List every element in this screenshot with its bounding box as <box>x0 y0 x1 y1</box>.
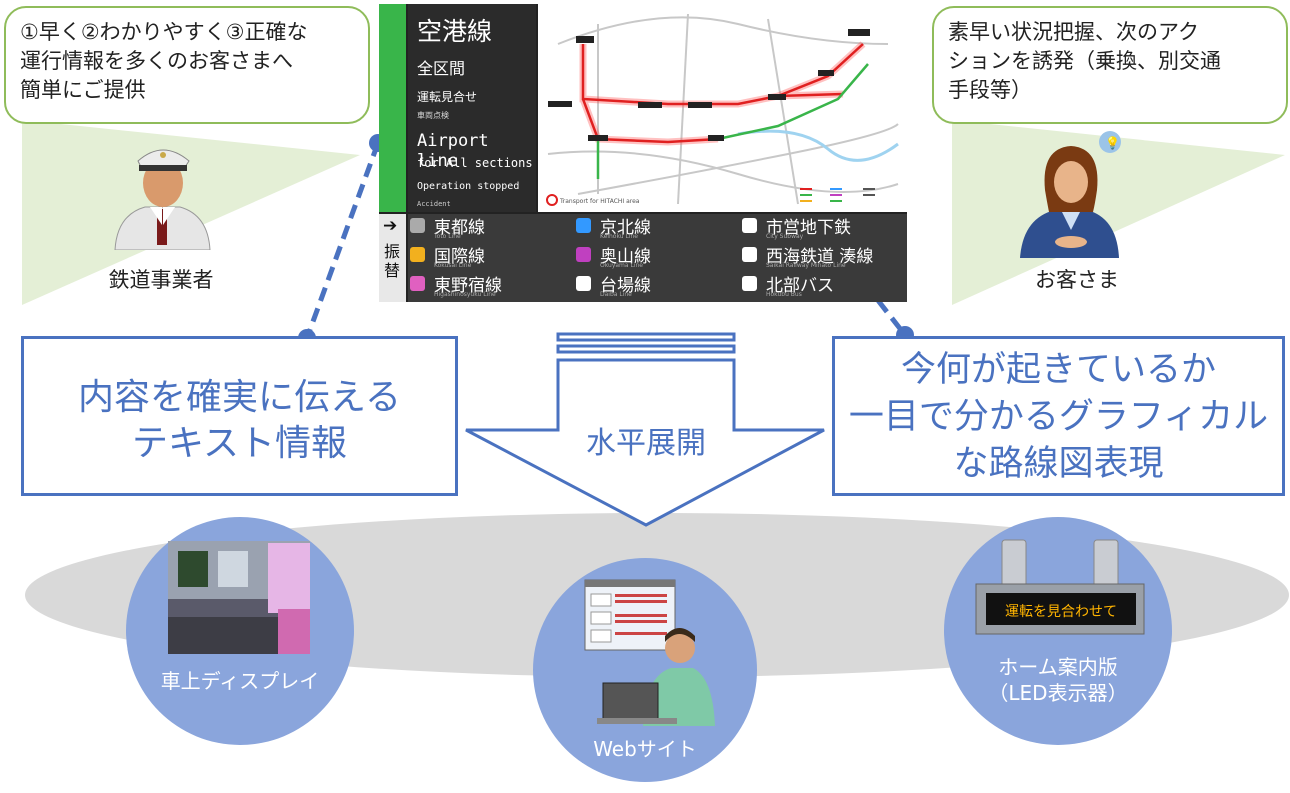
platform-board-label-2: （LED表示器） <box>988 681 1128 705</box>
line-icon <box>410 247 425 262</box>
status-jp: 運転見合せ <box>417 90 478 104</box>
transfer-line: 東都線 Toto Line <box>408 214 572 241</box>
line-name: 台場線 <box>600 276 651 296</box>
bubble-line: 簡単にご提供 <box>20 78 146 102</box>
callout-line: 今何が起きているか <box>900 350 1216 390</box>
customer-icon: 💡 <box>1020 131 1121 258</box>
section-jp: 全区間 <box>417 59 466 78</box>
platform-board-label-1: ホーム案内版 <box>998 655 1118 679</box>
train-icon <box>742 247 757 262</box>
line-name-en: Hokubu Bus <box>766 291 802 298</box>
callout-line: 内容を確実に伝える <box>78 377 401 418</box>
onboard-display-label: 車上ディスプレイ <box>160 669 320 693</box>
status-en: Operation stopped <box>417 181 520 192</box>
led-text: 運転を見合わせて <box>1005 604 1117 620</box>
line-icon <box>576 247 591 262</box>
transfer-label: 振替 <box>384 242 401 280</box>
transfer-line: 東野宿線 Higashinosyuku Line <box>408 272 572 299</box>
line-name: 京北線 <box>600 218 651 238</box>
line-name-en: City Subway <box>766 233 804 240</box>
customer-speech-bubble: 素早い状況把握、次のアク ションを誘発（乗換、別交通 手段等） <box>932 6 1288 124</box>
line-name: 西海鉄道 湊線 <box>766 247 874 267</box>
callout-line: 一目で分かるグラフィカル <box>848 397 1269 437</box>
line-name-en: Toto Line <box>434 233 461 240</box>
bus-icon <box>742 276 757 291</box>
callout-line: な路線図表現 <box>953 444 1164 484</box>
bubble-line: ①早く②わかりやすく③正確な <box>20 20 308 44</box>
line-name: 国際線 <box>434 247 485 267</box>
transfer-lines: 東都線 Toto Line 京北線 Keihoku Line 市営地下鉄 Cit… <box>408 214 907 302</box>
route-map-graphic: Transport for HITACHI area <box>546 13 899 206</box>
transfer-line: 台場線 Daiba Line <box>574 272 738 299</box>
route-map: Transport for HITACHI area <box>538 4 907 212</box>
line-name-en: Higashinosyuku Line <box>434 291 496 298</box>
reason-en: Accident <box>417 200 451 208</box>
line-name: 東野宿線 <box>434 276 502 296</box>
transfer-line: 京北線 Keihoku Line <box>574 214 738 241</box>
line-color-bar <box>379 4 406 212</box>
section-en: for All sections <box>417 156 533 170</box>
led-board-icon <box>975 539 1145 635</box>
bubble-line: 手段等） <box>948 78 1032 102</box>
train-info-display: 空港線 全区間 運転見合せ 車両点検 Airport line for All … <box>379 4 907 302</box>
callout-line: テキスト情報 <box>132 423 347 464</box>
graphic-map-callout: 今何が起きているか 一目で分かるグラフィカル な路線図表現 <box>832 336 1285 496</box>
line-icon <box>576 218 591 233</box>
line-name: 北部バス <box>766 276 834 296</box>
arrow-right-icon: ➔ <box>383 216 398 236</box>
line-name: 市営地下鉄 <box>766 218 851 238</box>
website-label: Webサイト <box>593 737 697 761</box>
line-name-jp: 空港線 <box>417 17 493 46</box>
line-icon <box>410 276 425 291</box>
railway-operator-icon <box>114 149 211 250</box>
transfer-header: ➔ 振替 <box>379 214 406 302</box>
transfer-line: 国際線 Kokusai Line <box>408 243 572 270</box>
right-spotlight <box>952 120 1285 305</box>
line-icon <box>576 276 591 291</box>
transfer-line: 奥山線 Okuyama Line <box>574 243 738 270</box>
map-credit: Transport for HITACHI area <box>559 198 640 205</box>
transfer-line: 市営地下鉄 City Subway <box>740 214 907 241</box>
train-interior-image <box>168 541 310 654</box>
down-arrow <box>465 332 825 527</box>
status-panel: 空港線 全区間 運転見合せ 車両点検 Airport line for All … <box>408 4 536 212</box>
line-icon <box>410 218 425 233</box>
arrow-label: 水平展開 <box>586 426 706 461</box>
train-icon <box>742 218 757 233</box>
operator-label: 鉄道事業者 <box>108 268 214 292</box>
website-user-icon <box>584 579 715 726</box>
line-name-en: Airport line <box>417 131 489 171</box>
operator-speech-bubble: ①早く②わかりやすく③正確な 運行情報を多くのお客さまへ 簡単にご提供 <box>4 6 370 124</box>
reason-jp: 車両点検 <box>417 111 449 120</box>
text-info-callout: 内容を確実に伝える テキスト情報 <box>21 336 458 496</box>
bubble-line: ションを誘発（乗換、別交通 <box>948 49 1221 73</box>
bubble-line: 運行情報を多くのお客さまへ <box>20 49 293 73</box>
line-name-en: Okuyama Line <box>600 262 643 269</box>
line-name: 東都線 <box>434 218 485 238</box>
line-name-en: Kokusai Line <box>434 262 472 269</box>
svg-text:💡: 💡 <box>1105 136 1120 150</box>
line-name-en: Daiba Line <box>600 291 632 298</box>
transfer-line: 北部バス Hokubu Bus <box>740 272 907 299</box>
line-name-en: Keihoku Line <box>600 233 638 240</box>
line-name-en: Saikai Railway Minato Line <box>766 262 846 269</box>
lightbulb-icon <box>1099 131 1121 153</box>
customer-label: お客さま <box>1035 268 1119 292</box>
bubble-line: 素早い状況把握、次のアク <box>948 20 1199 44</box>
transfer-line: 西海鉄道 湊線 Saikai Railway Minato Line <box>740 243 907 270</box>
line-name: 奥山線 <box>600 247 651 267</box>
